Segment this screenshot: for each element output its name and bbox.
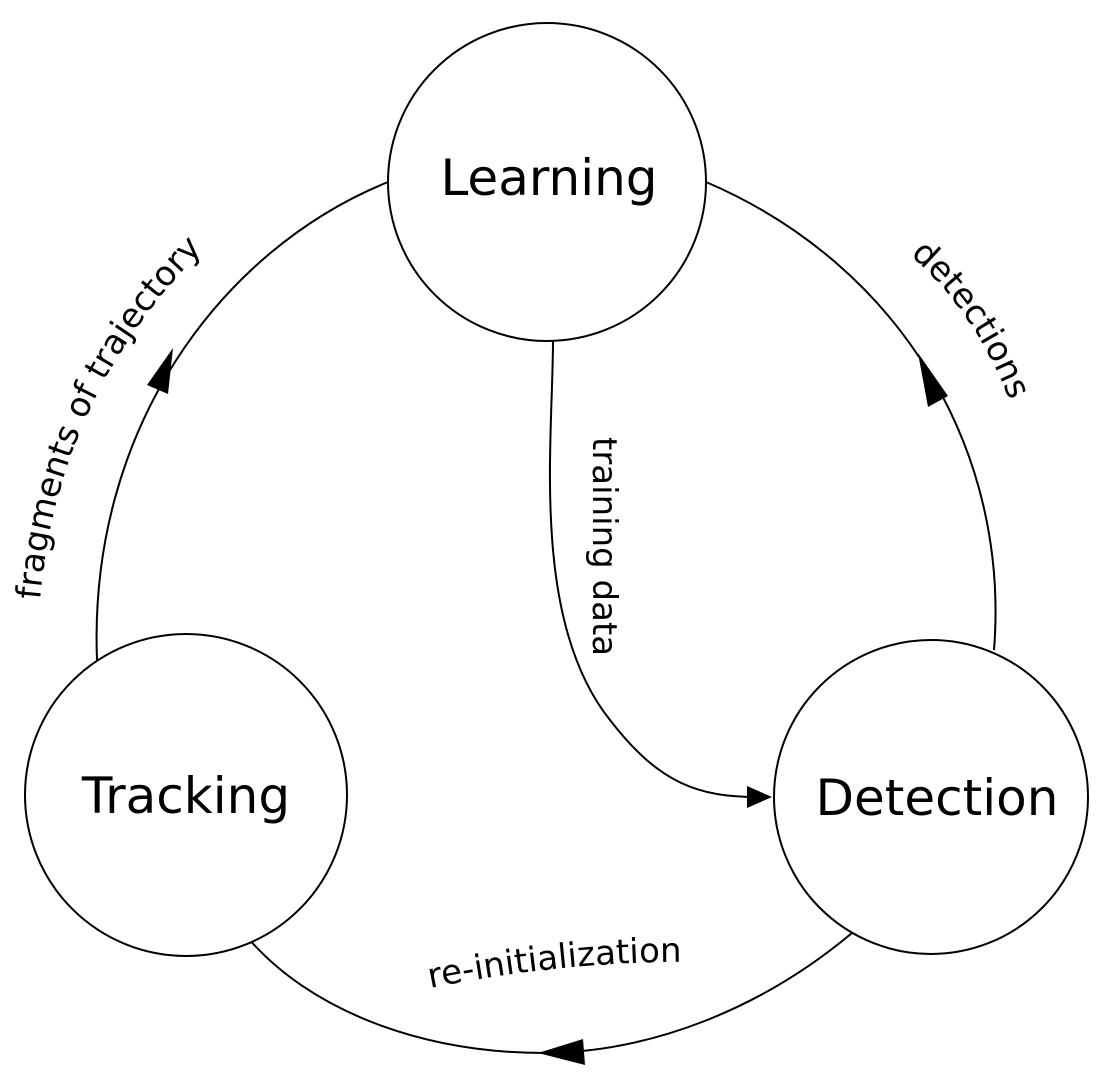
node-detection-label: Detection [816,769,1059,827]
node-learning: Learning [387,22,707,342]
label-fragments-of-trajectory: fragments of trajectory [9,228,209,601]
node-tracking-label: Tracking [81,767,290,825]
arrowhead-reinit [538,1039,585,1065]
label-re-initialization: re-initialization [424,931,682,997]
label-training-data: training data [584,437,624,656]
edge-tracking-to-learning [95,181,389,661]
node-tracking: Tracking [24,633,348,957]
node-learning-label: Learning [440,149,657,207]
node-detection: Detection [773,639,1089,955]
edge-learning-to-detection [548,339,759,798]
arrowhead-training [747,786,772,808]
arrowhead-fragments [147,348,173,394]
arrowhead-detections [918,353,948,407]
